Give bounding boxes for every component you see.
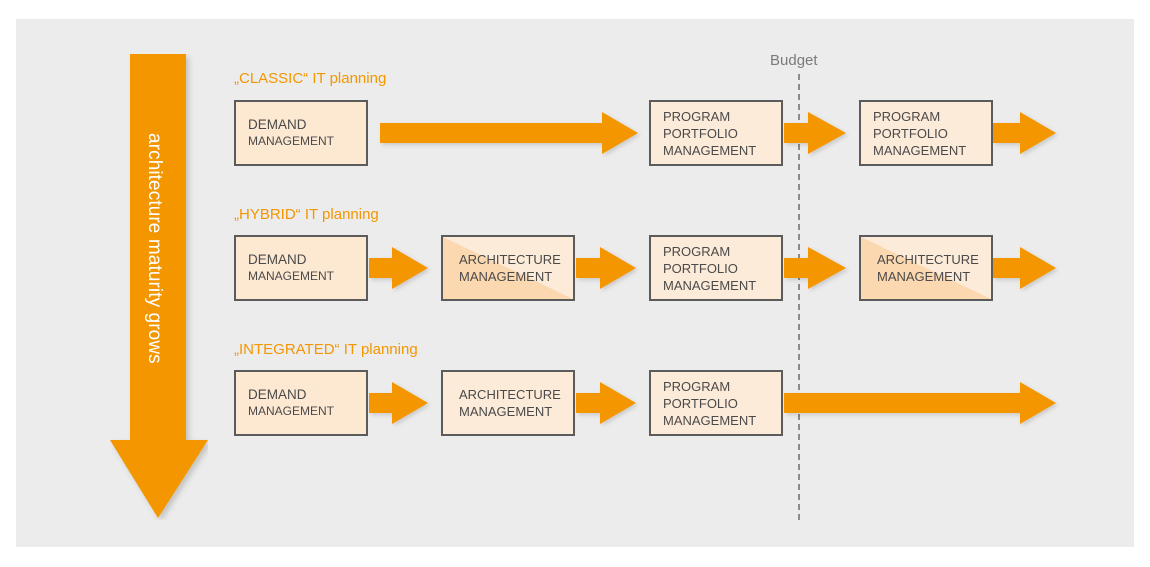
row-title-classic: „CLASSIC“ IT planning (234, 70, 387, 87)
arrow-hybrid-3 (784, 247, 846, 289)
arrow-classic-3 (993, 112, 1056, 154)
hybrid-demand-management-box: DEMAND MANAGEMENT (234, 235, 368, 301)
maturity-arrow (110, 54, 208, 518)
arrow-hybrid-2 (576, 247, 636, 289)
arrow-classic-1 (380, 112, 638, 154)
hybrid-architecture-management-box-2: ARCHITECTURE MANAGEMENT (859, 235, 993, 301)
maturity-label: architecture maturity grows (144, 132, 165, 364)
arrow-hybrid-1 (369, 247, 428, 289)
classic-program-portfolio-box-2: PROGRAM PORTFOLIO MANAGEMENT (859, 100, 993, 166)
integrated-program-portfolio-box: PROGRAM PORTFOLIO MANAGEMENT (649, 370, 783, 436)
hybrid-program-portfolio-box: PROGRAM PORTFOLIO MANAGEMENT (649, 235, 783, 301)
budget-line (798, 74, 800, 520)
classic-program-portfolio-box-1: PROGRAM PORTFOLIO MANAGEMENT (649, 100, 783, 166)
row-title-integrated: „INTEGRATED“ IT planning (234, 341, 418, 358)
arrow-classic-2 (784, 112, 846, 154)
arrow-hybrid-4 (993, 247, 1056, 289)
classic-demand-management-box: DEMAND MANAGEMENT (234, 100, 368, 166)
budget-label: Budget (770, 52, 818, 69)
integrated-architecture-management-box: ARCHITECTURE MANAGEMENT (441, 370, 575, 436)
row-title-hybrid: „HYBRID“ IT planning (234, 206, 379, 223)
arrow-integrated-3 (784, 382, 1056, 424)
integrated-demand-management-box: DEMAND MANAGEMENT (234, 370, 368, 436)
arrow-integrated-1 (369, 382, 428, 424)
arrow-integrated-2 (576, 382, 636, 424)
hybrid-architecture-management-box-1: ARCHITECTURE MANAGEMENT (441, 235, 575, 301)
